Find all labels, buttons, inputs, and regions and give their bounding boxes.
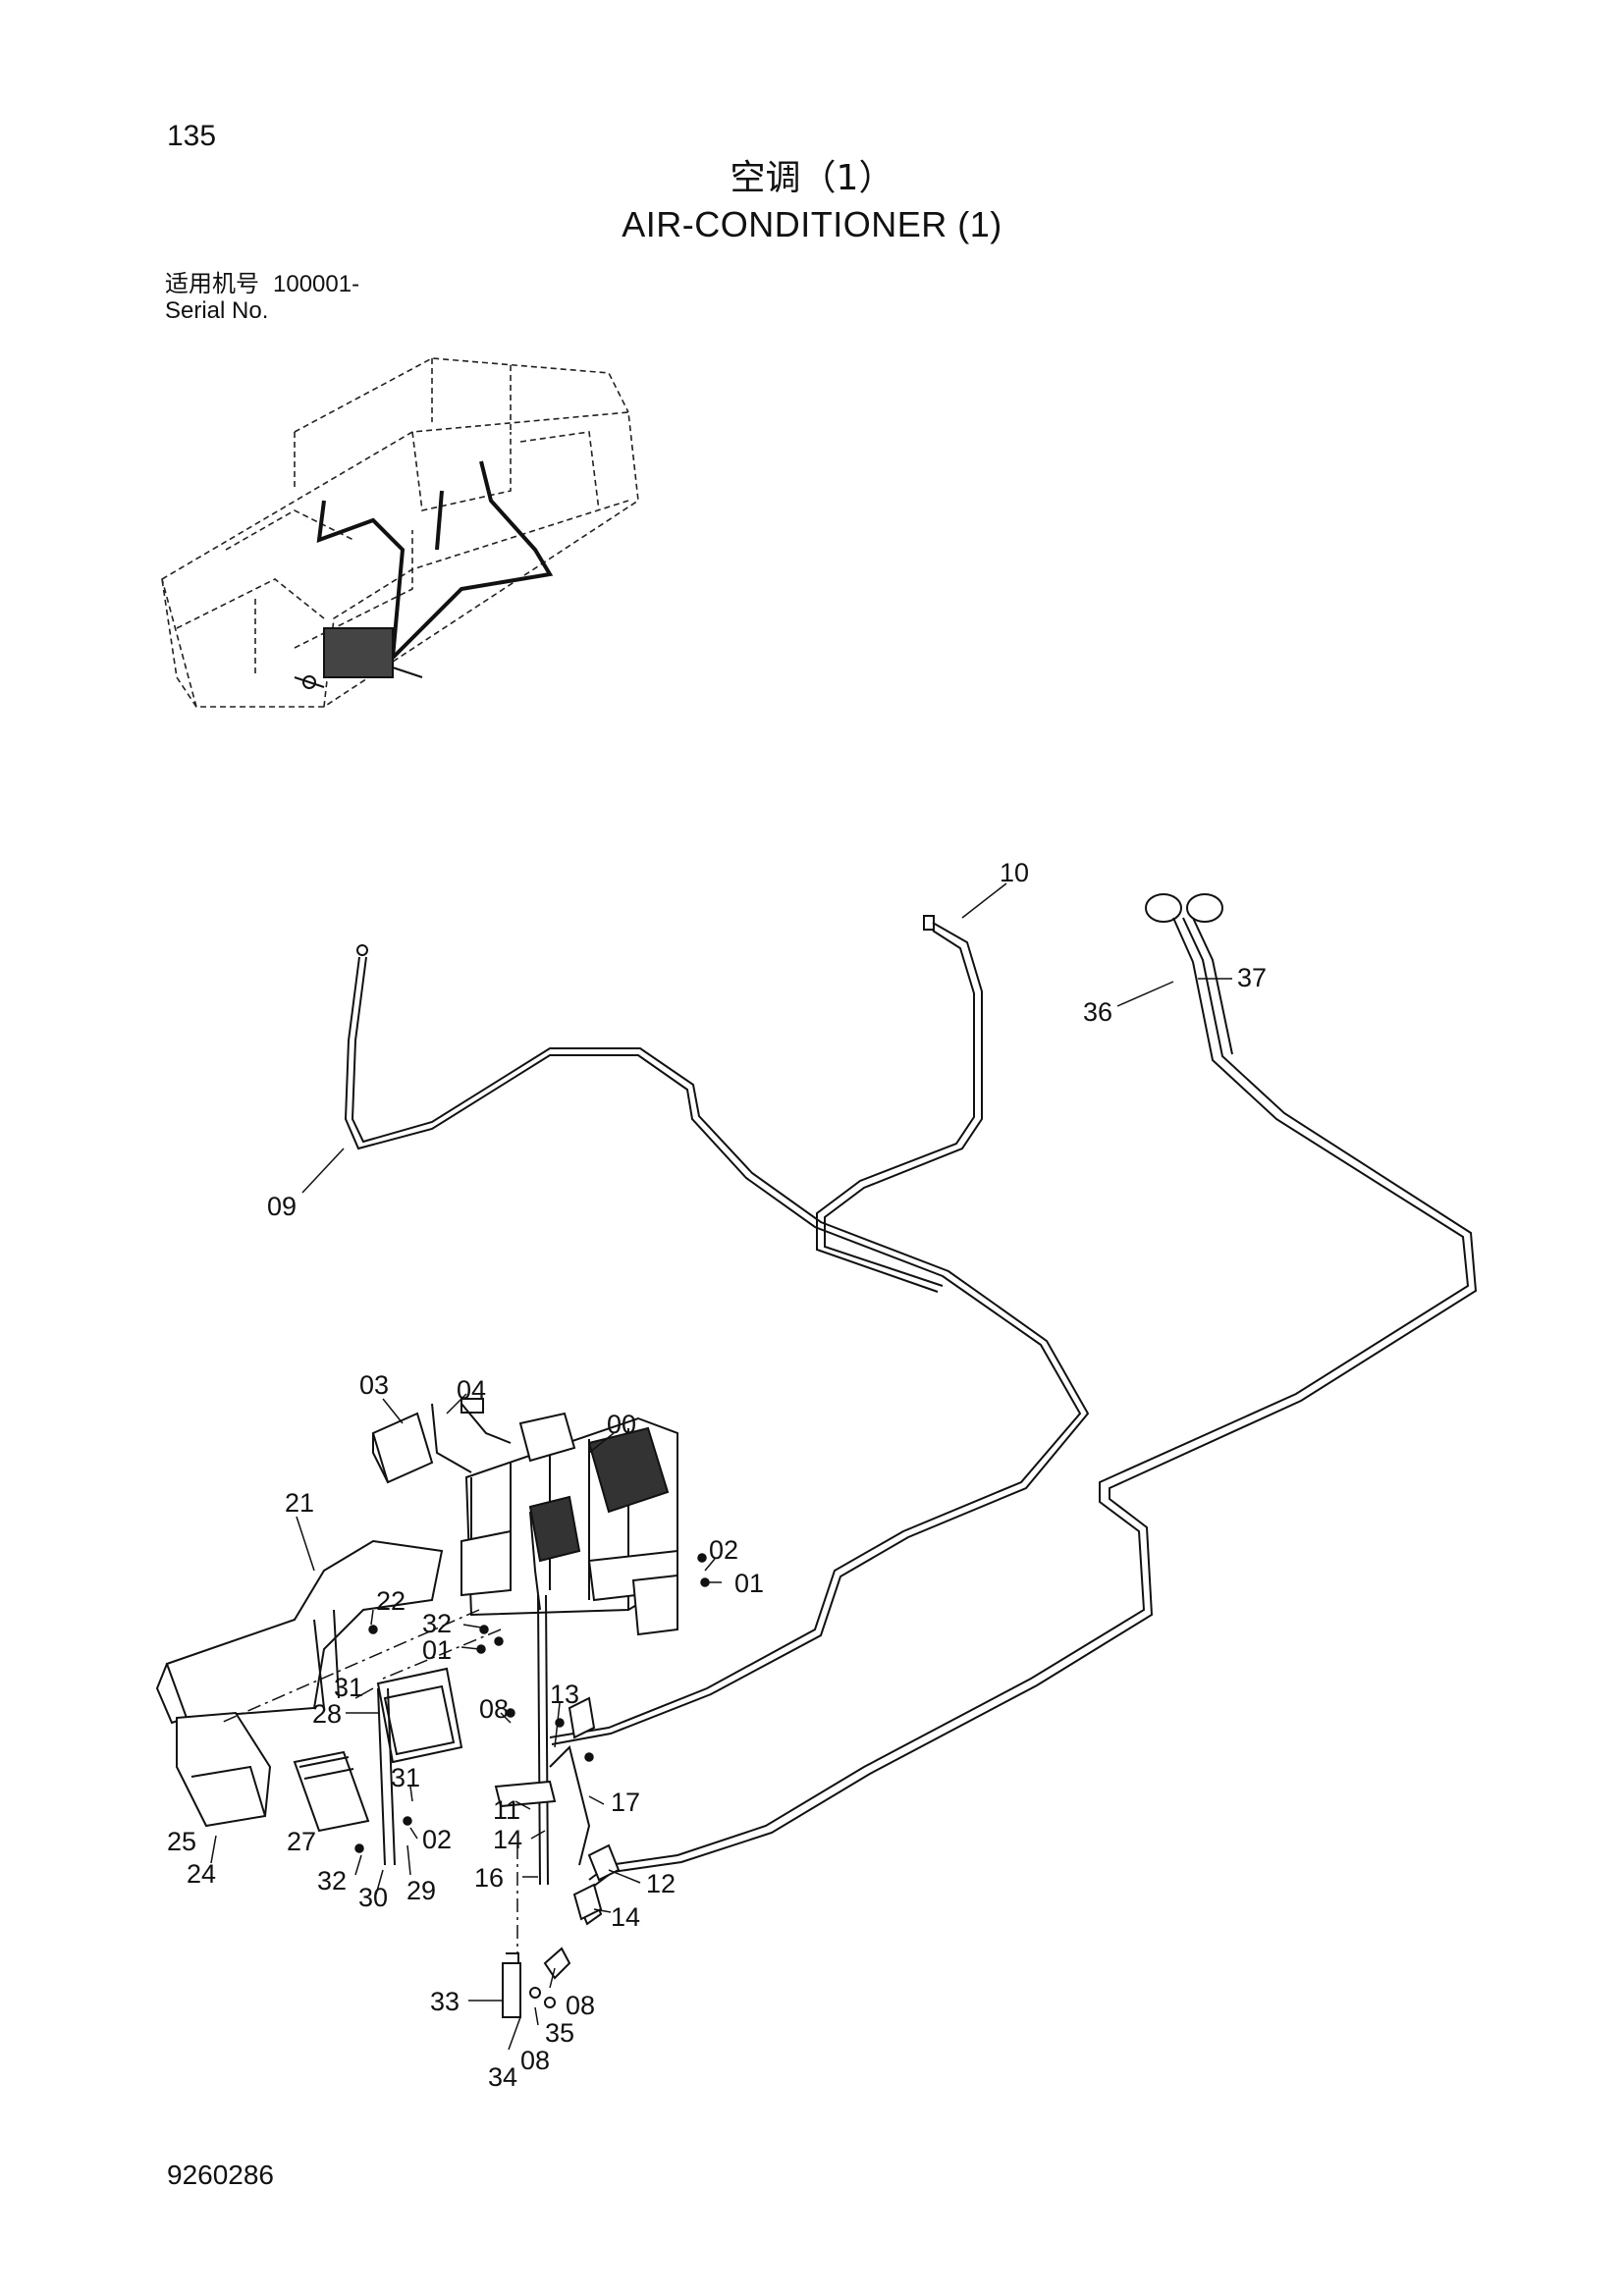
machine-overview-wiring xyxy=(316,460,554,660)
part-12-joint xyxy=(572,1843,621,1921)
serial-label-english: Serial No. xyxy=(165,297,269,324)
callout-28: 28 xyxy=(312,1699,342,1729)
callout-00: 00 xyxy=(607,1410,636,1439)
part-03-box xyxy=(371,1412,434,1484)
callout-13: 13 xyxy=(550,1680,579,1709)
callout-33: 33 xyxy=(430,1987,460,2016)
callout-14b: 14 xyxy=(611,1902,640,1932)
drawing-number: 9260286 xyxy=(167,2160,275,2190)
callout-08b: 08 xyxy=(566,1991,595,2020)
callout-31a: 31 xyxy=(334,1673,363,1702)
page-number: 135 xyxy=(167,120,217,152)
serial-label-chinese: 适用机号 xyxy=(165,270,259,297)
callout-29: 29 xyxy=(406,1876,436,1905)
callout-27: 27 xyxy=(287,1827,316,1856)
callout-04: 04 xyxy=(457,1375,486,1405)
callout-36: 36 xyxy=(1083,997,1112,1027)
part-25-housing xyxy=(176,1711,272,1828)
callout-32a: 32 xyxy=(422,1609,452,1638)
callout-03: 03 xyxy=(359,1370,389,1400)
callout-01b: 01 xyxy=(422,1635,452,1665)
part-16-strap xyxy=(537,1594,591,1886)
harness-09 xyxy=(344,944,1090,1745)
machine-overview-unit xyxy=(294,627,423,689)
callout-37: 37 xyxy=(1237,963,1267,992)
harness-10 xyxy=(816,915,983,1293)
callout-32b: 32 xyxy=(317,1866,347,1896)
callout-08c: 08 xyxy=(520,2046,550,2075)
callout-25: 25 xyxy=(167,1827,196,1856)
machine-overview xyxy=(161,357,639,708)
page-title-english: AIR-CONDITIONER (1) xyxy=(622,204,1002,244)
assembly-leaders xyxy=(220,1609,518,1953)
callout-09: 09 xyxy=(267,1192,297,1221)
callout-24: 24 xyxy=(187,1859,216,1889)
callout-22: 22 xyxy=(376,1586,406,1616)
callout-11: 11 xyxy=(493,1795,520,1825)
callout-34: 34 xyxy=(488,2062,517,2092)
serial-block: 适用机号 100001- Serial No. xyxy=(165,270,360,325)
part-30-bracket xyxy=(377,1687,396,1866)
harness-36-37 xyxy=(588,893,1478,1888)
callout-08a: 08 xyxy=(479,1694,509,1724)
serial-value: 100001- xyxy=(273,271,360,297)
part-33-clamp xyxy=(502,1952,521,2018)
callout-17: 17 xyxy=(611,1788,640,1817)
ac-unit-assembly xyxy=(460,1412,678,1636)
callout-numbers: 10 37 36 09 03 04 00 21 02 01 22 32 01 3… xyxy=(167,858,1267,2092)
callout-16: 16 xyxy=(474,1863,504,1893)
callout-14a: 14 xyxy=(493,1825,522,1854)
part-28-frame xyxy=(376,1667,463,1764)
callout-leaders xyxy=(210,882,1232,2051)
part-27-filter xyxy=(293,1750,370,1833)
callout-02b: 02 xyxy=(422,1825,452,1854)
page-title-chinese: 空调（1） xyxy=(730,158,894,198)
callout-10: 10 xyxy=(1000,858,1029,887)
callout-30: 30 xyxy=(358,1883,388,1912)
fasteners xyxy=(354,1553,710,1853)
callout-35: 35 xyxy=(545,2018,574,2048)
callout-21: 21 xyxy=(285,1488,314,1518)
callout-31b: 31 xyxy=(391,1763,420,1792)
callout-12: 12 xyxy=(646,1869,676,1898)
part-11-bracket xyxy=(494,1696,596,1808)
callout-02a: 02 xyxy=(709,1535,738,1565)
callout-01a: 01 xyxy=(734,1569,764,1598)
